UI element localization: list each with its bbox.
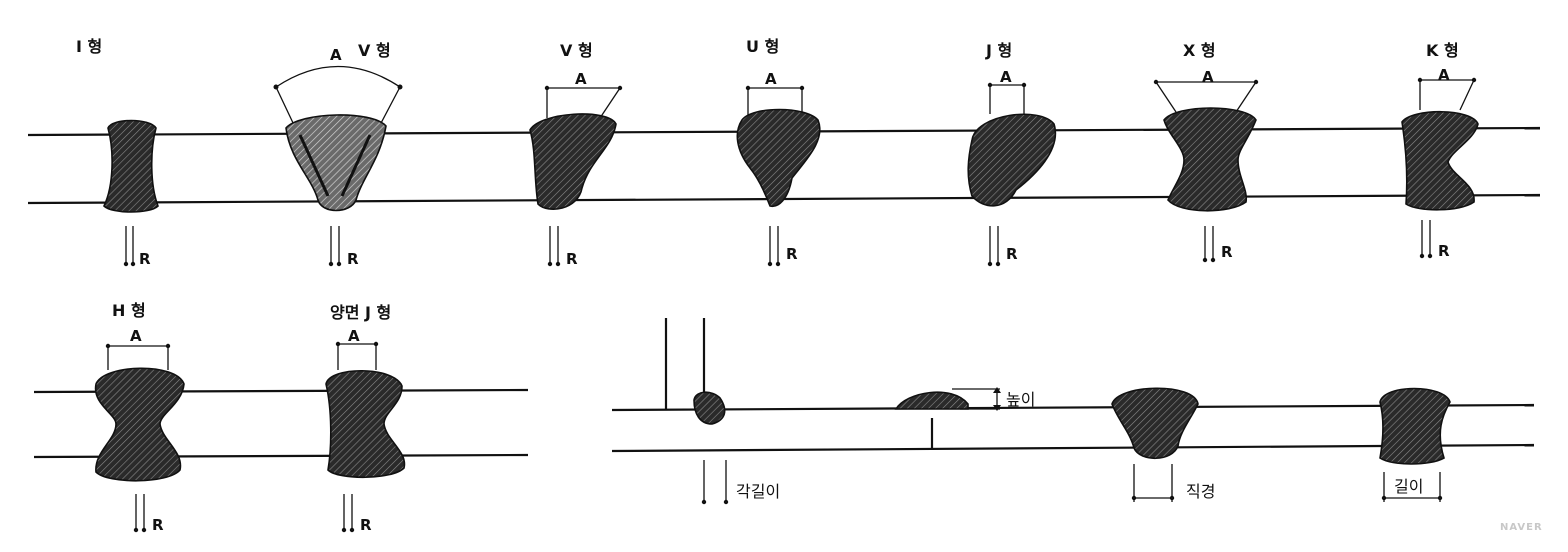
root-gap-label: R — [360, 516, 372, 534]
gap-label: A — [348, 327, 360, 345]
root-gap-label: R — [1221, 243, 1233, 261]
joint-label: K 형 — [1426, 41, 1459, 60]
gap-label: A — [765, 70, 777, 88]
joint-label: V 형 — [560, 41, 593, 60]
length-label: 길이 — [1394, 477, 1423, 496]
weld-bead — [1111, 387, 1199, 459]
root-gap-label: R — [347, 250, 359, 268]
joint-label: 양면 J 형 — [330, 303, 391, 322]
bead-height: 높이 — [894, 387, 1035, 450]
root-gap-label: R — [152, 516, 164, 534]
gap-label: A — [1000, 68, 1012, 86]
weld-bead — [325, 369, 406, 479]
weld-bead — [894, 391, 969, 410]
weld-bead — [736, 108, 821, 208]
root-gap-label: R — [1006, 245, 1018, 263]
weld-bead — [1163, 107, 1257, 212]
joint-j-type: J 형 A R — [967, 41, 1057, 267]
weld-bead — [1379, 387, 1451, 465]
joint-label: I 형 — [76, 37, 102, 56]
joint-k-type: K 형 A R — [1401, 41, 1479, 260]
naver-watermark: NAVER — [1500, 522, 1543, 533]
weld-bead — [285, 114, 387, 212]
diameter-label: 직경 — [1186, 482, 1215, 501]
leg-length-label: 각길이 — [736, 482, 780, 501]
root-gap-label: R — [139, 250, 151, 268]
joint-label: X 형 — [1183, 41, 1216, 60]
height-label: 높이 — [1006, 390, 1035, 409]
weld-bead — [94, 367, 185, 482]
weld-bead — [1401, 110, 1479, 211]
joint-x-type: X 형 A R — [1153, 41, 1259, 263]
weld-length: 길이 — [1379, 387, 1451, 502]
joint-i-type: I 형 R — [76, 37, 159, 268]
joint-v-type: V 형 A R — [529, 41, 623, 268]
plate-bottom-edge — [611, 443, 1535, 453]
joint-u-type: U 형 A R — [736, 37, 821, 267]
joint-v-type-angle: A V 형 R — [273, 41, 403, 268]
joint-label: H 형 — [112, 301, 146, 320]
joint-h-type: H 형 A R — [94, 301, 185, 534]
joint-double-j-type: 양면 J 형 A R — [325, 303, 406, 534]
root-gap-label: R — [1438, 242, 1450, 260]
root-gap-label: R — [786, 245, 798, 263]
gap-label: A — [1438, 66, 1450, 84]
fillet-weld-leg-length: 각길이 — [664, 318, 780, 505]
weld-bead — [967, 113, 1057, 207]
joint-label: U 형 — [746, 37, 779, 56]
weld-diameter: 직경 — [1111, 387, 1215, 502]
joint-label: V 형 — [358, 41, 391, 60]
weld-bead — [529, 113, 617, 210]
joint-label: J 형 — [985, 41, 1012, 60]
gap-label: A — [575, 70, 587, 88]
gap-label: A — [130, 327, 142, 345]
angle-label: A — [330, 46, 342, 64]
gap-label: A — [1202, 68, 1214, 86]
root-gap-label: R — [566, 250, 578, 268]
weld-bead — [693, 391, 726, 425]
weld-bead — [103, 119, 159, 213]
